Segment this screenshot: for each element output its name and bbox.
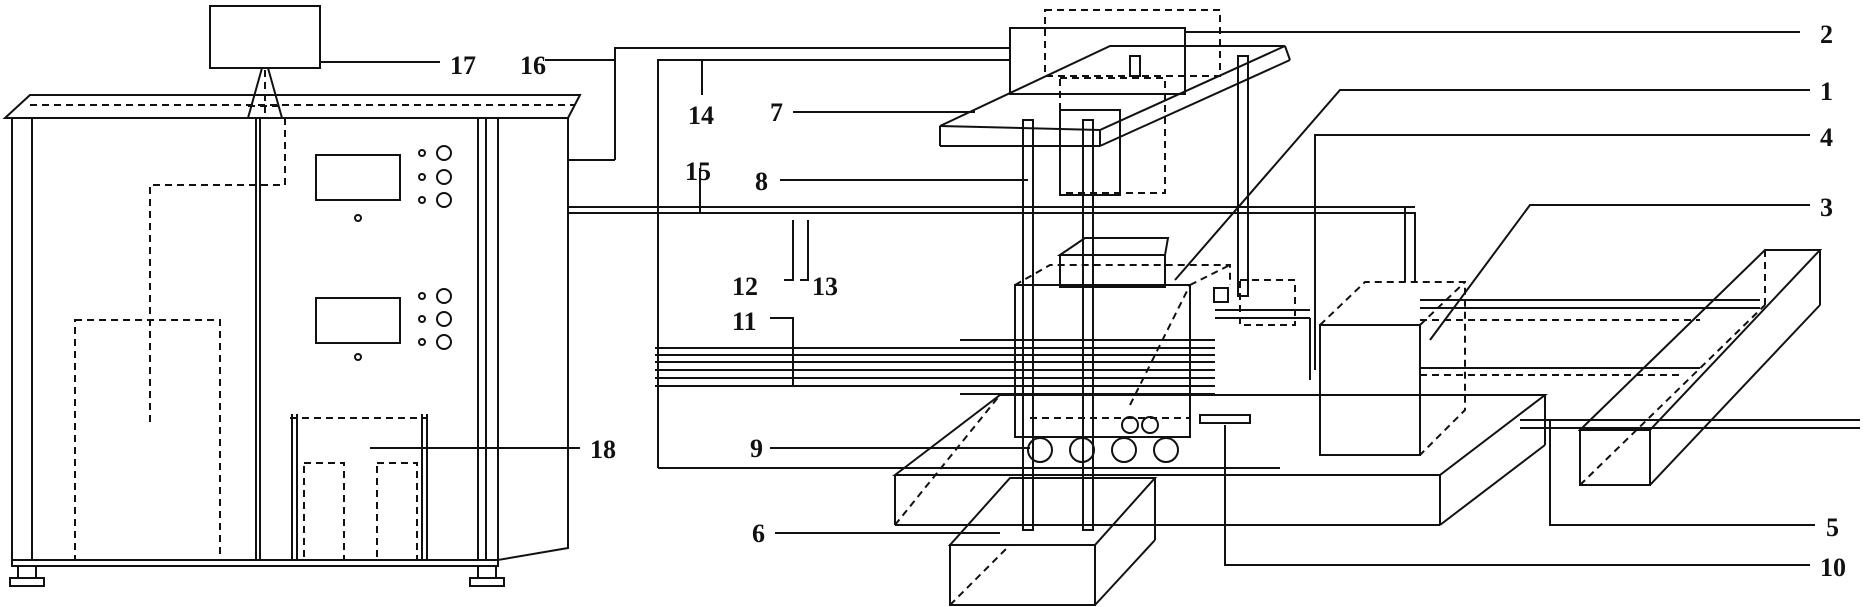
pedestal-block [947, 477, 1158, 606]
knob-group-upper [418, 145, 452, 208]
rail-track [1420, 299, 1860, 429]
specimen-chamber [1014, 237, 1231, 438]
cable-bundle [655, 339, 1215, 395]
label-2: 2 [1820, 20, 1833, 49]
roller-set [1027, 416, 1179, 463]
label-15: 15 [685, 157, 711, 186]
label-1: 1 [1820, 77, 1833, 106]
control-cabinet [2, 5, 1415, 587]
display-lower [315, 297, 401, 344]
part-labels: 17 16 14 7 15 8 12 13 11 9 6 18 2 1 4 3 … [450, 20, 1846, 582]
label-16: 16 [520, 51, 546, 80]
label-18: 18 [590, 435, 616, 464]
heater-rod [1199, 414, 1251, 424]
actuator-box [1009, 27, 1186, 95]
label-3: 3 [1820, 193, 1833, 222]
label-17: 17 [450, 51, 476, 80]
base-platform [892, 394, 1548, 526]
label-11: 11 [732, 307, 757, 336]
label-14: 14 [688, 101, 714, 130]
leader-lines [320, 31, 1815, 566]
label-7: 7 [770, 98, 783, 127]
foot-left [17, 565, 37, 579]
label-4: 4 [1820, 123, 1833, 152]
label-12: 12 [732, 272, 758, 301]
test-apparatus [614, 9, 1860, 606]
cooling-box [1309, 281, 1466, 456]
display-upper [315, 154, 401, 201]
internal-tank [290, 414, 428, 561]
label-5: 5 [1826, 513, 1839, 542]
top-platform [939, 45, 1286, 132]
label-9: 9 [750, 434, 763, 463]
knob-group-lower [418, 288, 452, 350]
foot-right [477, 565, 497, 579]
guide-post-left [1022, 119, 1034, 531]
label-13: 13 [812, 272, 838, 301]
label-6: 6 [752, 519, 765, 548]
label-10: 10 [1820, 553, 1846, 582]
end-support [1577, 249, 1823, 486]
guide-post-right [1082, 119, 1094, 531]
label-8: 8 [755, 167, 768, 196]
monitor-box [209, 5, 321, 69]
